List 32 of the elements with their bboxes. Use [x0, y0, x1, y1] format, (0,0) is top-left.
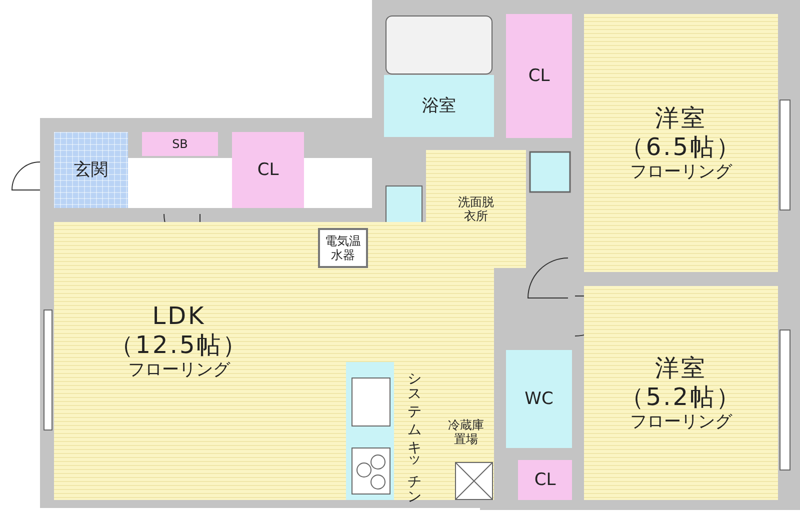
water-heater	[318, 228, 368, 268]
room-label: SB	[172, 136, 188, 152]
western-room	[584, 286, 778, 500]
kitchen-counter	[346, 362, 422, 500]
room-label: WC	[524, 388, 554, 410]
living-dining-kitchen	[54, 222, 494, 500]
room-label: 浴室	[422, 96, 456, 116]
room-name: LDK	[152, 302, 206, 331]
room-label: 冷蔵庫置場	[448, 418, 484, 447]
room-name: 洋室	[655, 104, 707, 133]
storage-box	[142, 132, 218, 156]
closet	[232, 132, 304, 208]
closet	[506, 14, 572, 138]
room-area: （5.2帖）	[620, 382, 742, 412]
closet	[518, 460, 572, 500]
floor-type: フローリング	[630, 412, 732, 432]
western-room	[584, 14, 778, 272]
room-label: CL	[534, 470, 556, 490]
bathroom	[384, 75, 494, 137]
room-label: 玄関	[74, 160, 108, 180]
room-label: CL	[528, 66, 550, 86]
room-area: （6.5帖）	[620, 132, 742, 162]
room-label: 洗面脱衣所	[456, 194, 495, 224]
room-label: CL	[257, 160, 279, 180]
room-area: （12.5帖）	[109, 330, 249, 360]
floor-type: フローリング	[630, 162, 732, 182]
floor-type: フローリング	[128, 360, 230, 380]
toilet-room	[506, 350, 572, 448]
room-label: 電気温水器	[325, 234, 361, 262]
entrance	[54, 132, 128, 208]
room-label: システムキッチン	[405, 363, 422, 499]
room-name: 洋室	[655, 354, 707, 383]
